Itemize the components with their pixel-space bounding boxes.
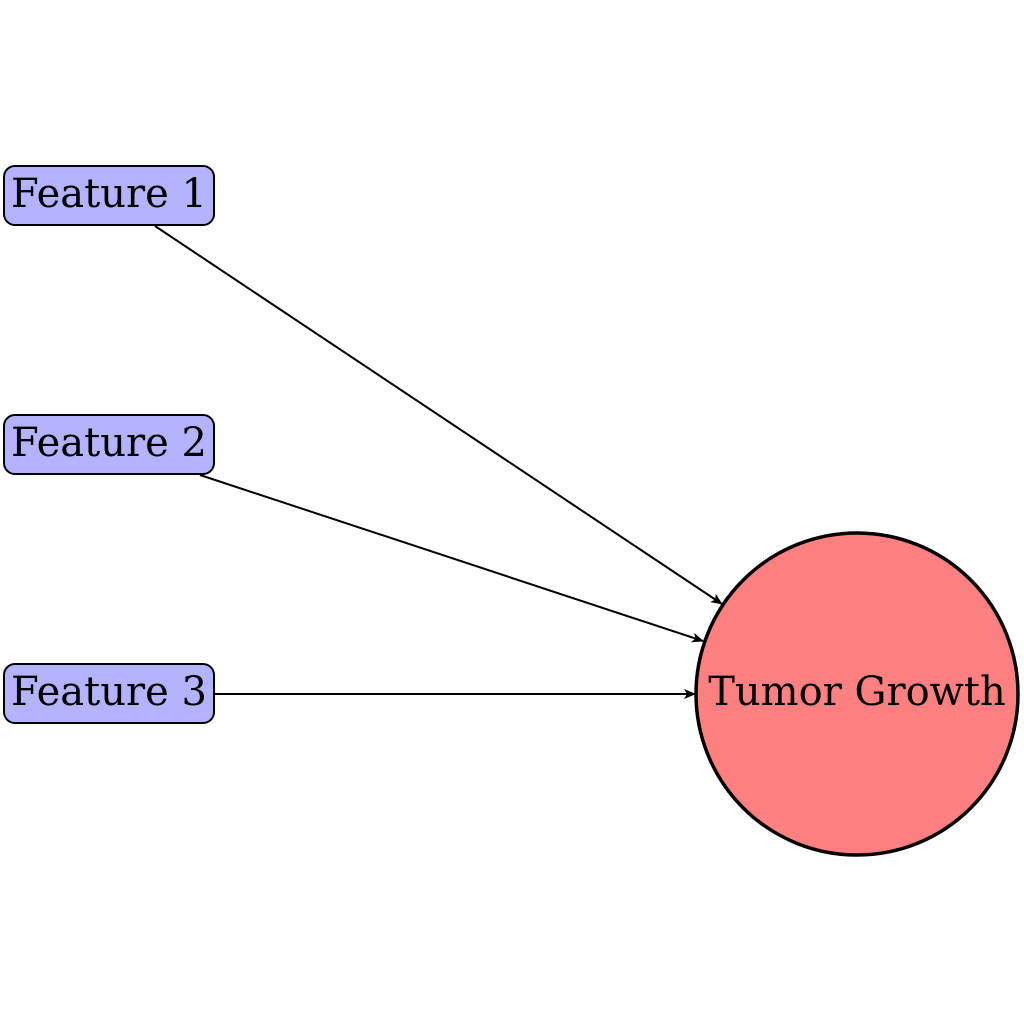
- edge-feature-2-to-tumor-growth: [199, 474, 704, 643]
- feature-3-node[interactable]: Feature 3: [3, 663, 215, 724]
- feature-2-label: Feature 2: [11, 420, 207, 466]
- tumor-growth-node[interactable]: Tumor Growth: [694, 531, 1020, 857]
- feature-2-node[interactable]: Feature 2: [3, 414, 215, 475]
- feature-1-node[interactable]: Feature 1: [3, 165, 215, 226]
- feature-3-label: Feature 3: [11, 669, 207, 715]
- edge-feature-1-to-tumor-growth: [154, 225, 723, 605]
- feature-3-box: [3, 663, 215, 724]
- tumor-growth-label: Tumor Growth: [708, 669, 1006, 715]
- feature-2-box: [3, 414, 215, 475]
- tumor-growth-circle: [694, 531, 1020, 857]
- feature-1-label: Feature 1: [11, 171, 207, 217]
- feature-1-box: [3, 165, 215, 226]
